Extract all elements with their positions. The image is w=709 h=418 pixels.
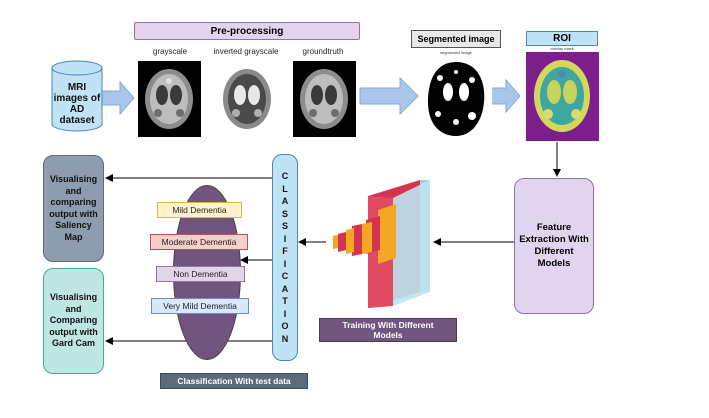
classification-letter: L — [282, 183, 288, 194]
class-non-dementia: Non Dementia — [156, 266, 245, 282]
test-data-label: Classification With test data — [160, 373, 308, 389]
classification-letter: I — [283, 258, 287, 269]
inverted-grayscale-image — [216, 61, 279, 137]
preprocessing-title: Pre-processing — [134, 22, 360, 40]
classification-letter: C — [281, 271, 289, 281]
class-mild-dementia: Mild Dementia — [157, 202, 242, 218]
classification-letter: A — [281, 196, 289, 206]
classification-letter: A — [281, 283, 289, 294]
brain-scan-icon — [145, 69, 193, 129]
classification-letter: T — [282, 296, 288, 306]
grayscale-image — [138, 61, 201, 137]
classification-letter: C — [281, 171, 289, 181]
segmented-caption: segmented image — [440, 50, 472, 55]
classification-letter: N — [281, 333, 289, 344]
brain-scan-icon — [300, 69, 348, 129]
groundtruth-image — [293, 61, 356, 137]
classification-letter: O — [281, 321, 289, 331]
training-box: Training With Different Models — [319, 318, 457, 342]
groundtruth-label: groundtruth — [302, 47, 344, 56]
segmented-title: Segmented image — [411, 30, 501, 48]
classification-letter: S — [281, 208, 288, 219]
class-very-mild-dementia: Very Mild Dementia — [151, 298, 249, 314]
classification-letter: I — [283, 233, 287, 244]
roi-caption: overlay mask — [550, 46, 574, 51]
brain-scan-icon — [428, 62, 485, 136]
segmented-image — [420, 56, 492, 140]
classification-letter: S — [281, 221, 288, 231]
saliency-output-box: Visualising and comparing output with Sa… — [43, 155, 104, 262]
roi-image — [526, 52, 599, 141]
right-arrow-icon — [100, 80, 135, 116]
dataset-label: MRI images of AD dataset — [53, 82, 101, 126]
gradcam-output-box: Visualising and Comparing output with Ga… — [43, 268, 104, 374]
class-moderate-dementia: Moderate Dementia — [150, 234, 248, 250]
classification-letter: F — [282, 246, 288, 256]
roi-title: ROI — [526, 31, 598, 46]
classification-letter: I — [283, 308, 287, 319]
brain-scan-icon — [534, 60, 590, 132]
inverted-grayscale-label: inverted grayscale — [213, 47, 279, 56]
right-arrow-icon — [359, 76, 419, 116]
grayscale-label: grayscale — [152, 47, 188, 56]
feature-extraction-box: Feature Extraction With Different Models — [514, 178, 594, 314]
brain-scan-icon — [223, 69, 271, 129]
